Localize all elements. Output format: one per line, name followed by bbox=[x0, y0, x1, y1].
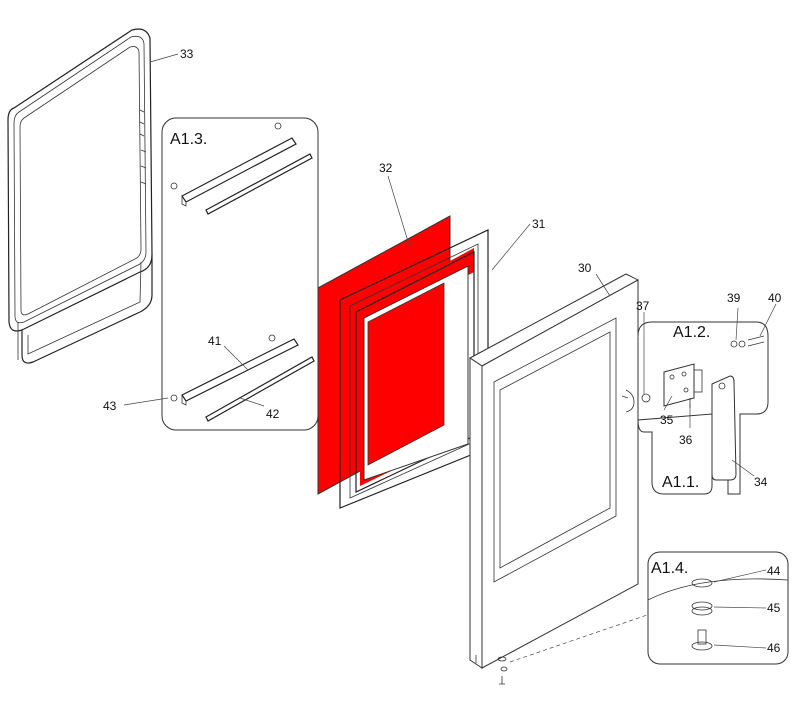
part-number-42: 42 bbox=[266, 407, 280, 421]
part-number-34: 34 bbox=[754, 475, 768, 489]
group-box-a12: A1.2. A1.1. bbox=[637, 321, 769, 495]
bottom-screws bbox=[497, 656, 508, 685]
part-number-45: 45 bbox=[767, 601, 781, 615]
part-30-door bbox=[469, 273, 640, 669]
group-box-a14: A1.4. bbox=[647, 551, 789, 665]
part-number-37: 37 bbox=[636, 299, 650, 313]
part-45-bushing bbox=[691, 601, 713, 616]
dashed-leader-a14 bbox=[509, 613, 651, 663]
part-46-pin bbox=[691, 629, 713, 651]
group-label-a12: A1.2. bbox=[673, 324, 710, 341]
part-number-41: 41 bbox=[208, 334, 222, 348]
part-number-30: 30 bbox=[578, 261, 592, 275]
part-number-40: 40 bbox=[768, 291, 782, 305]
part-number-31: 31 bbox=[532, 217, 546, 231]
part-number-36: 36 bbox=[679, 433, 693, 447]
leader-lines bbox=[123, 53, 777, 649]
part-40-bolt bbox=[747, 335, 765, 347]
group-label-a11: A1.1. bbox=[662, 474, 699, 491]
part-number-labels: 33 32 31 30 37 39 40 35 36 34 41 42 43 4… bbox=[103, 47, 782, 655]
part-37-washer bbox=[641, 393, 651, 403]
part-number-44: 44 bbox=[767, 564, 781, 578]
part-41-rail-lower bbox=[181, 338, 315, 422]
part-41-rail-upper bbox=[181, 137, 313, 215]
group-box-a13: A1.3. bbox=[161, 117, 319, 431]
part-number-33: 33 bbox=[180, 47, 194, 61]
part-number-43: 43 bbox=[103, 399, 117, 413]
part-34-hinge-bar bbox=[711, 375, 737, 481]
group-label-a13: A1.3. bbox=[170, 131, 207, 148]
part-31-gasket bbox=[339, 229, 489, 509]
part-43-screw-upper bbox=[170, 122, 282, 190]
group-label-a14: A1.4. bbox=[651, 560, 688, 577]
part-39-washers bbox=[730, 340, 746, 348]
part-number-39: 39 bbox=[727, 291, 741, 305]
part-44-ring bbox=[691, 578, 713, 588]
part-number-35: 35 bbox=[660, 413, 674, 427]
part-33-frame bbox=[7, 28, 153, 364]
part-43-screw-lower bbox=[170, 334, 276, 402]
part-number-46: 46 bbox=[767, 641, 781, 655]
part-number-32: 32 bbox=[379, 161, 393, 175]
part-35-hinge-plate bbox=[663, 363, 695, 407]
